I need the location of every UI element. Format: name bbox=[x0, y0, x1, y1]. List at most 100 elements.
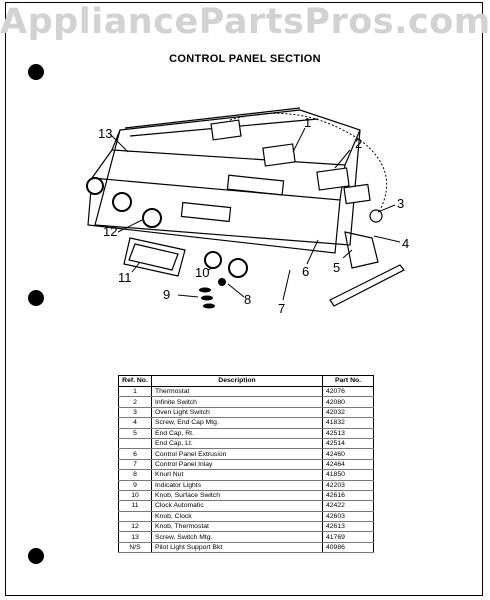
callout-12: 12 bbox=[103, 224, 117, 239]
exploded-diagram: 1 2 3 4 5 6 7 8 9 10 11 12 13 bbox=[86, 107, 409, 316]
switch-c bbox=[343, 183, 371, 205]
row-description: Control Panel Inlay bbox=[151, 459, 323, 471]
thermostat-switch bbox=[210, 119, 242, 141]
row-description: Control Panel Extrusion bbox=[151, 448, 323, 460]
callout-8: 8 bbox=[244, 292, 251, 307]
row-ref: 5 bbox=[118, 428, 152, 439]
row-ref: 2 bbox=[118, 396, 152, 408]
row-ref: 8 bbox=[118, 469, 152, 481]
row-ref: 10 bbox=[118, 490, 152, 502]
row-description: Knob, Clock bbox=[151, 511, 323, 523]
knurl-nut bbox=[218, 278, 226, 286]
clock-automatic bbox=[123, 237, 186, 277]
row-part: 42076 bbox=[322, 386, 374, 398]
header-description: Description bbox=[151, 375, 323, 387]
row-description: End Cap, Lt. bbox=[151, 438, 323, 450]
row-ref bbox=[118, 511, 152, 523]
thermostat-knob bbox=[142, 208, 162, 228]
row-ref: 12 bbox=[118, 521, 152, 533]
row-ref: 13 bbox=[118, 531, 152, 543]
row-part: 42613 bbox=[322, 521, 374, 533]
end-cap bbox=[344, 231, 379, 269]
row-part: 42464 bbox=[322, 459, 374, 471]
row-description: Oven Light Switch bbox=[151, 407, 323, 419]
binder-hole-top bbox=[28, 64, 44, 80]
binder-hole-middle bbox=[28, 290, 44, 306]
header-part: Part No. bbox=[322, 375, 374, 387]
table-header-row: Ref. No. Description Part No. bbox=[118, 375, 374, 387]
callout-11: 11 bbox=[118, 270, 132, 285]
section-title: CONTROL PANEL SECTION bbox=[169, 53, 321, 65]
inlay-window bbox=[180, 201, 232, 223]
row-ref: 9 bbox=[118, 480, 152, 491]
surface-knob-1 bbox=[204, 251, 222, 269]
row-description: Infinite Switch bbox=[151, 396, 323, 408]
row-part: 41832 bbox=[322, 417, 374, 429]
row-description: Clock Automatic bbox=[151, 500, 323, 512]
callout-13: 13 bbox=[98, 126, 112, 141]
row-ref: 4 bbox=[118, 417, 152, 429]
callout-6: 6 bbox=[302, 264, 309, 279]
row-part: 42460 bbox=[322, 448, 374, 460]
callout-3: 3 bbox=[397, 196, 404, 211]
row-part: 42203 bbox=[322, 480, 374, 491]
row-part: 41769 bbox=[322, 531, 374, 543]
switch-a bbox=[262, 143, 296, 167]
row-ref: 3 bbox=[118, 407, 152, 419]
page-frame bbox=[5, 2, 483, 596]
row-description: Screw, End Cap Mtg. bbox=[151, 417, 323, 429]
row-ref: 11 bbox=[118, 500, 152, 512]
header-ref: Ref. No. bbox=[118, 375, 152, 387]
row-part: 42422 bbox=[322, 500, 374, 512]
callout-10: 10 bbox=[195, 265, 209, 280]
surface-knob-2 bbox=[228, 258, 248, 278]
callout-1: 1 bbox=[304, 115, 311, 130]
watermark: AppliancePartsPros.com bbox=[0, 2, 490, 42]
clock-window bbox=[226, 174, 285, 196]
row-description: Knurl Nut bbox=[151, 469, 323, 481]
row-description: Indicator Lights bbox=[151, 480, 323, 491]
row-part: 42514 bbox=[322, 438, 374, 450]
support-bracket bbox=[329, 264, 405, 307]
row-part: 42032 bbox=[322, 407, 374, 419]
row-ref bbox=[118, 438, 152, 450]
row-part: 40986 bbox=[322, 542, 374, 554]
row-description: Thermostat bbox=[151, 386, 323, 398]
row-part: 41850 bbox=[322, 469, 374, 481]
indicator-light-1 bbox=[199, 287, 211, 293]
row-ref: N/S bbox=[118, 542, 152, 554]
callout-2: 2 bbox=[355, 136, 362, 151]
row-part: 42616 bbox=[322, 490, 374, 502]
binder-hole-bottom bbox=[28, 548, 44, 564]
row-ref: 6 bbox=[118, 448, 152, 460]
knob-1 bbox=[86, 177, 104, 195]
callout-7: 7 bbox=[278, 301, 285, 316]
row-ref: 7 bbox=[118, 459, 152, 471]
row-part: 42513 bbox=[322, 428, 374, 439]
row-description: Pilot Light Support Bkt bbox=[151, 542, 323, 554]
oven-light-switch bbox=[369, 209, 383, 223]
table-row: End Cap, Lt.42514 bbox=[118, 438, 374, 450]
row-description: End Cap, Rt. bbox=[151, 428, 323, 439]
switch-b bbox=[316, 167, 350, 191]
row-description: Knob, Surface Switch bbox=[151, 490, 323, 502]
row-description: Screw, Switch Mtg. bbox=[151, 531, 323, 543]
row-part: 42603 bbox=[322, 511, 374, 523]
callout-5: 5 bbox=[333, 260, 340, 275]
indicator-light-3 bbox=[203, 303, 215, 309]
callout-9: 9 bbox=[163, 287, 170, 302]
